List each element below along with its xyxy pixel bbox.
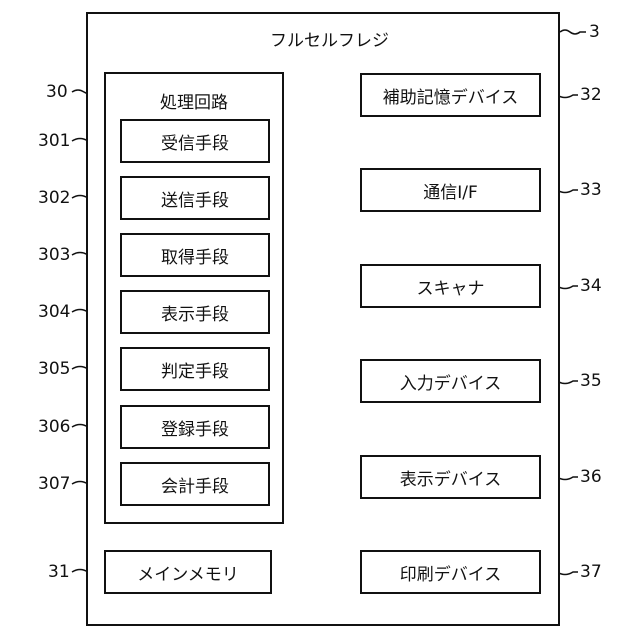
unit-judge: 判定手段 [120,347,270,391]
device-ref: 3 [589,22,600,42]
unit-ref-302: 302 [38,188,70,208]
peripheral-ref-37: 37 [580,562,602,582]
leader-3 [560,30,586,34]
print-device-box: 印刷デバイス [360,550,541,594]
unit-receive: 受信手段 [120,119,270,163]
processing-circuit-ref: 30 [46,82,68,102]
unit-register: 登録手段 [120,405,270,449]
input-device-box: 入力デバイス [360,359,541,403]
comm-if-box: 通信I/F [360,168,541,212]
peripheral-ref-33: 33 [580,180,602,200]
main-memory-box: メインメモリ [104,550,272,594]
peripheral-ref-35: 35 [580,371,602,391]
unit-ref-303: 303 [38,245,70,265]
processing-circuit-title: 処理回路 [160,88,228,113]
unit-checkout: 会計手段 [120,462,270,506]
unit-send: 送信手段 [120,176,270,220]
peripheral-ref-34: 34 [580,276,602,296]
unit-ref-306: 306 [38,417,70,437]
unit-ref-301: 301 [38,131,70,151]
peripheral-ref-32: 32 [580,85,602,105]
unit-ref-305: 305 [38,359,70,379]
scanner-box: スキャナ [360,264,541,308]
unit-acquire: 取得手段 [120,233,270,277]
aux-storage-box: 補助記憶デバイス [360,73,541,117]
main-memory-ref: 31 [48,562,70,582]
peripheral-ref-36: 36 [580,467,602,487]
unit-ref-304: 304 [38,302,70,322]
unit-display: 表示手段 [120,290,270,334]
unit-ref-307: 307 [38,474,70,494]
device-title: フルセルフレジ [270,26,389,51]
display-device-box: 表示デバイス [360,455,541,499]
